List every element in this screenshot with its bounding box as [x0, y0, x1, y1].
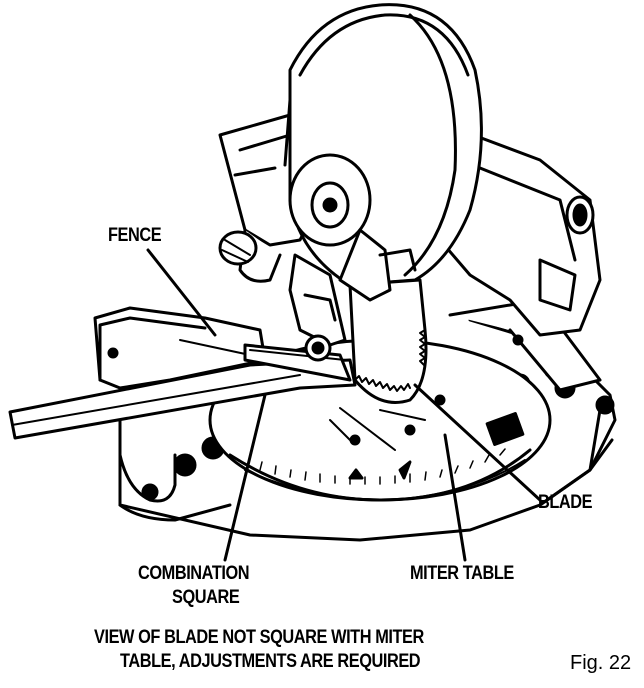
- caption-line2: TABLE, ADJUSTMENTS ARE REQUIRED: [120, 651, 421, 672]
- saw-blade: [348, 278, 428, 404]
- fence-shape: [93, 298, 602, 392]
- combination-square-label-line1: COMBINATION: [138, 563, 250, 584]
- miter-table-label: MITER TABLE: [410, 563, 514, 584]
- fence-leader: [146, 248, 217, 337]
- blade-arbor: [288, 153, 417, 362]
- blade-leader: [413, 383, 542, 502]
- figure-number: Fig. 22: [570, 652, 632, 674]
- leader-lines: [146, 248, 542, 562]
- combination-square-leader: [223, 393, 267, 562]
- caption-line1: VIEW OF BLADE NOT SQUARE WITH MITER: [94, 627, 424, 648]
- fence-label: FENCE: [108, 225, 162, 246]
- base-bolt-left: [141, 483, 159, 501]
- blade-label: BLADE: [538, 492, 593, 513]
- combination-square-label-line2: SQUARE: [172, 587, 240, 608]
- base-hole-left: [173, 453, 197, 477]
- miter-table-leader: [443, 433, 467, 562]
